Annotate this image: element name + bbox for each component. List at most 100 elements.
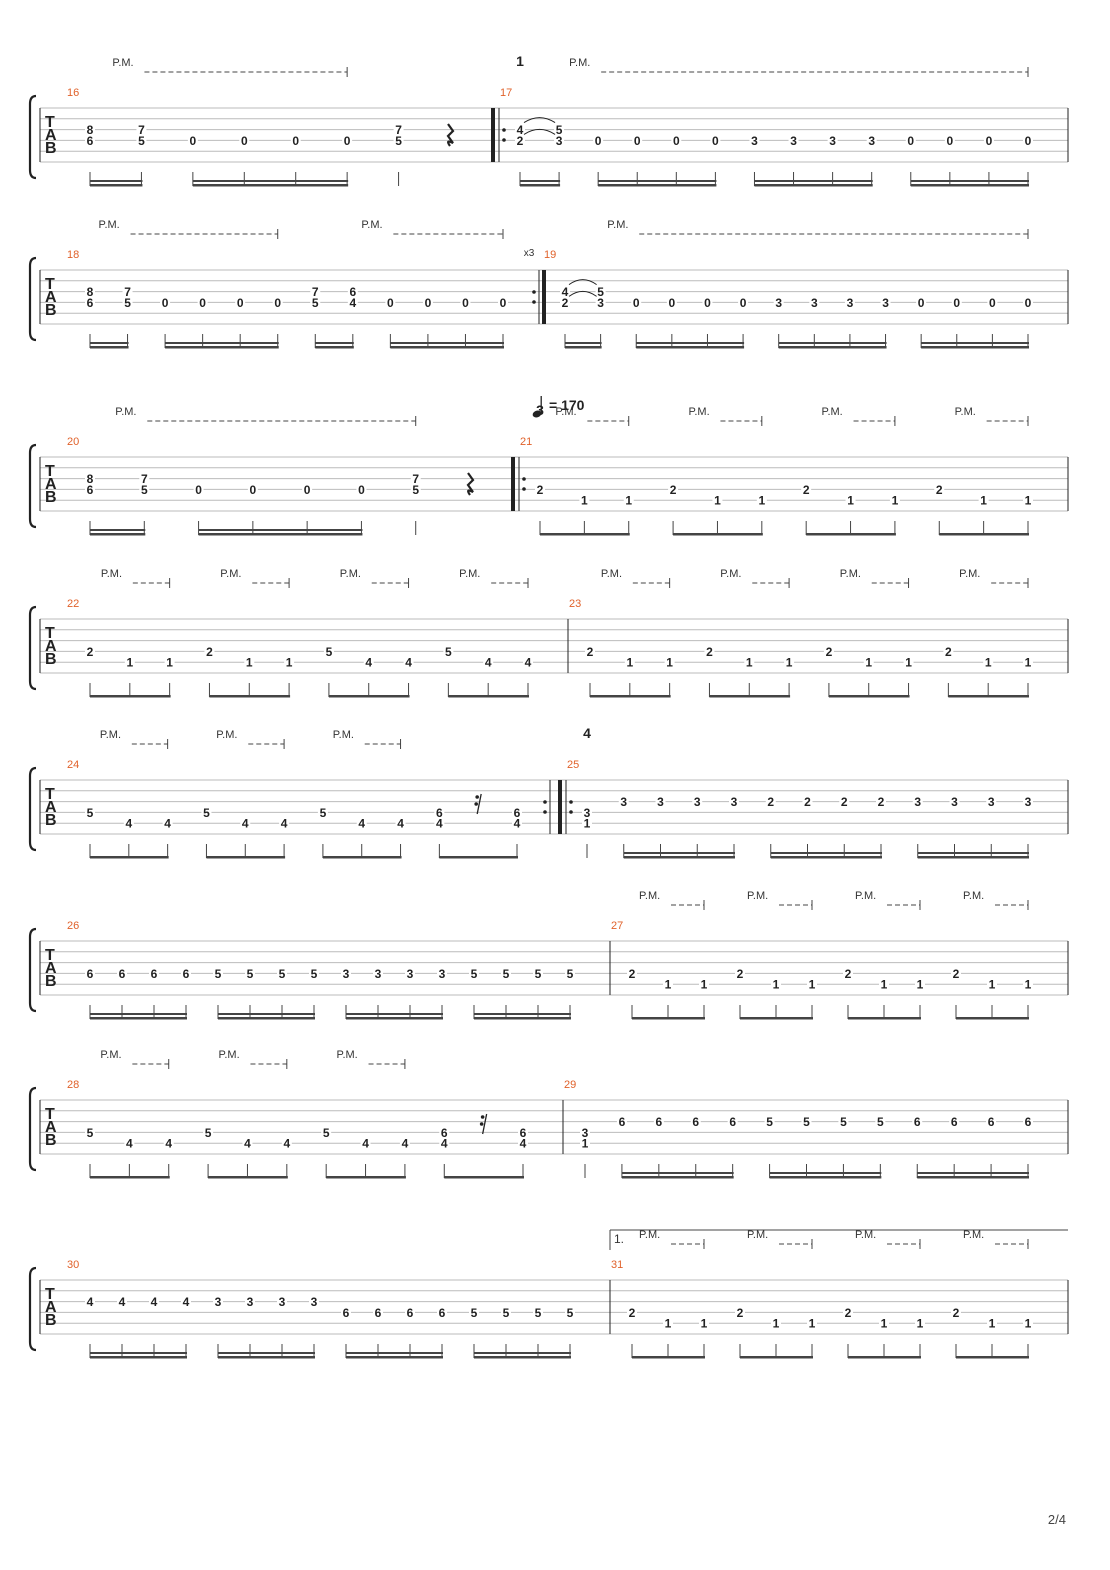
fret-number: 1	[917, 978, 924, 992]
beam-16th	[621, 1172, 734, 1174]
fret-mask	[122, 296, 133, 309]
fret-mask	[765, 795, 776, 808]
system-bracket	[28, 1086, 37, 1172]
fret-mask	[136, 134, 147, 147]
beam	[590, 695, 671, 698]
fret-mask	[627, 1306, 637, 1319]
tempo-marking: = 170	[549, 397, 585, 413]
fret-mask	[181, 967, 191, 980]
fret-mask	[802, 795, 813, 808]
bar-number: 24	[67, 759, 79, 771]
fret-mask	[410, 483, 421, 496]
fret-mask	[124, 656, 135, 669]
beam-16th	[218, 1352, 315, 1354]
fret-number: 1	[166, 656, 173, 670]
fret-mask	[460, 296, 471, 309]
fret-mask	[395, 817, 406, 830]
fret-number: 0	[199, 296, 206, 310]
fret-number: 1	[809, 978, 816, 992]
fret-mask	[403, 656, 414, 669]
fret-mask	[235, 296, 246, 309]
beam-16th	[90, 529, 146, 531]
fret-number: 1	[584, 817, 591, 831]
fret-mask	[702, 296, 713, 309]
fret-mask	[247, 483, 258, 496]
volta-label: 1.	[614, 1232, 624, 1246]
fret-mask	[483, 656, 494, 669]
fret-number: 1	[1025, 1317, 1032, 1331]
fret-number: 1	[773, 978, 780, 992]
fret-mask	[341, 1306, 351, 1319]
fret-mask	[915, 978, 925, 991]
fret-mask	[187, 134, 198, 147]
fret-number: 3	[811, 296, 818, 310]
fret-number: 1	[881, 1317, 888, 1331]
fret-number: 6	[655, 1115, 662, 1129]
fret-number: 6	[119, 967, 126, 981]
system-bracket	[28, 256, 37, 342]
palm-mute-label: P.M.	[555, 406, 576, 418]
fret-number: 1	[582, 1137, 589, 1151]
fret-mask	[807, 1317, 817, 1330]
fret-mask	[905, 134, 916, 147]
palm-mute-label: P.M.	[101, 568, 122, 580]
fret-number: 0	[162, 296, 169, 310]
fret-mask	[360, 1137, 371, 1150]
fret-number: 3	[597, 296, 604, 310]
tab-clef-letter: B	[45, 140, 57, 157]
beam	[673, 533, 763, 536]
fret-mask	[160, 296, 171, 309]
fret-number: 4	[397, 817, 404, 831]
fret-number: 4	[126, 1137, 133, 1151]
fret-mask	[756, 494, 767, 507]
beam	[917, 856, 1029, 859]
fret-mask	[632, 134, 643, 147]
fret-number: 1	[714, 494, 721, 508]
fret-mask	[916, 296, 927, 309]
palm-mute-label: P.M.	[218, 1049, 239, 1061]
beam	[90, 856, 169, 859]
fret-number: 5	[445, 645, 452, 659]
tab-clef-letter: A	[45, 960, 57, 977]
beam	[439, 856, 518, 859]
tab-clef-letter: T	[45, 114, 55, 131]
repeat-dot	[532, 300, 536, 304]
beam-16th	[917, 1172, 1029, 1174]
fret-number: 2	[767, 795, 774, 809]
fret-mask	[875, 1115, 886, 1128]
fret-number: 6	[914, 1115, 921, 1129]
beam-16th	[598, 180, 717, 182]
fret-mask	[595, 296, 606, 309]
fret-mask	[123, 817, 134, 830]
section-number: 3	[536, 402, 544, 418]
fret-number: 2	[936, 483, 943, 497]
fret-number: 4	[349, 296, 356, 310]
beam	[206, 856, 286, 859]
fret-mask	[279, 817, 290, 830]
fret-mask	[434, 806, 445, 819]
beam	[315, 346, 354, 349]
fret-number: 2	[878, 795, 885, 809]
fret-mask	[85, 1126, 95, 1139]
beam	[740, 1356, 813, 1359]
beam-16th	[910, 180, 1029, 182]
tab-clef-letter: T	[45, 1286, 55, 1303]
palm-mute-label: P.M.	[333, 729, 354, 741]
fret-mask	[437, 967, 447, 980]
fret-mask	[1023, 1115, 1033, 1128]
fret-mask	[284, 656, 295, 669]
fret-mask	[595, 285, 606, 298]
fret-mask	[951, 1306, 961, 1319]
fret-number: 5	[311, 967, 318, 981]
fret-number: 0	[740, 296, 747, 310]
beam	[632, 1356, 705, 1359]
fret-number: 4	[358, 817, 365, 831]
fret-mask	[162, 817, 173, 830]
fret-number: 2	[737, 1306, 744, 1320]
fret-mask	[85, 285, 95, 298]
beam	[346, 1017, 443, 1020]
fret-mask	[934, 483, 945, 496]
